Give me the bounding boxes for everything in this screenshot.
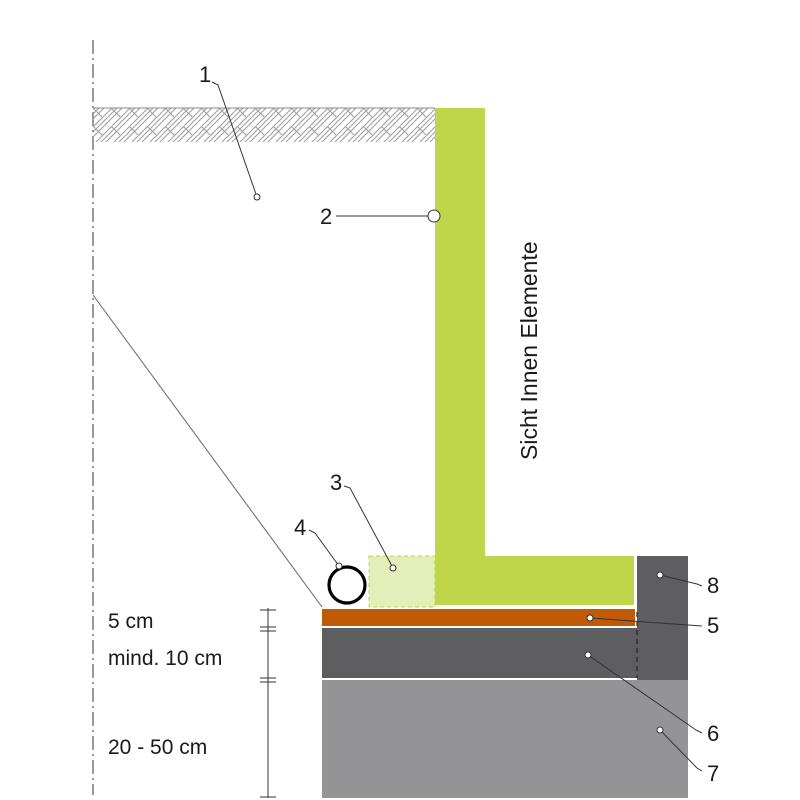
callout-3-leader — [343, 485, 394, 569]
callout-7-number: 7 — [707, 761, 719, 786]
callout-6-number: 6 — [707, 721, 719, 746]
callout-7-dot — [656, 726, 664, 734]
dimension-5cm: 5 cm — [108, 610, 154, 633]
callout-8: 8 — [656, 571, 719, 598]
dimension-chain: 5 cm mind. 10 cm 20 - 50 cm — [108, 608, 276, 798]
callout-2: 2 — [320, 204, 441, 229]
callout-2-dot — [427, 209, 441, 223]
callout-8-leader — [659, 574, 703, 587]
dimension-20-50cm: 20 - 50 cm — [108, 736, 207, 759]
side-label: Sicht Innen Elemente — [516, 241, 542, 460]
callout-5-dot — [586, 614, 594, 622]
base-layer-7 — [322, 680, 688, 798]
callout-6-dot — [584, 651, 592, 659]
callout-6: 6 — [584, 651, 719, 746]
callout-2-number: 2 — [320, 204, 332, 229]
callout-1-leader — [211, 81, 258, 198]
l-wall-element-2 — [435, 108, 634, 605]
excavation-slope-line — [92, 294, 323, 608]
callout-4-leader — [308, 529, 340, 567]
callout-5: 5 — [586, 613, 719, 638]
callout-1-dot — [253, 193, 261, 201]
callout-8-dot — [656, 571, 664, 579]
layer-6 — [322, 628, 688, 678]
callout-3-number: 3 — [330, 470, 342, 495]
callout-1: 1 — [199, 62, 261, 201]
callout-4: 4 — [294, 515, 343, 570]
callout-1-number: 1 — [199, 62, 211, 87]
gravel-fill-3 — [368, 555, 436, 608]
callout-6-leader — [587, 654, 703, 734]
callout-3: 3 — [330, 470, 397, 572]
drain-pipe-4 — [327, 565, 367, 605]
soil-surface-hatch — [93, 108, 435, 142]
callout-7: 7 — [656, 726, 719, 786]
layer-5-orange — [322, 609, 635, 626]
callout-3-dot — [389, 564, 397, 572]
dimension-min-10cm: mind. 10 cm — [108, 647, 222, 670]
callout-8-number: 8 — [707, 573, 719, 598]
callout-5-leader — [589, 617, 703, 627]
callout-4-dot — [335, 562, 343, 570]
callout-7-leader — [659, 729, 703, 772]
callout-4-number: 4 — [294, 515, 306, 540]
callout-5-number: 5 — [707, 613, 719, 638]
